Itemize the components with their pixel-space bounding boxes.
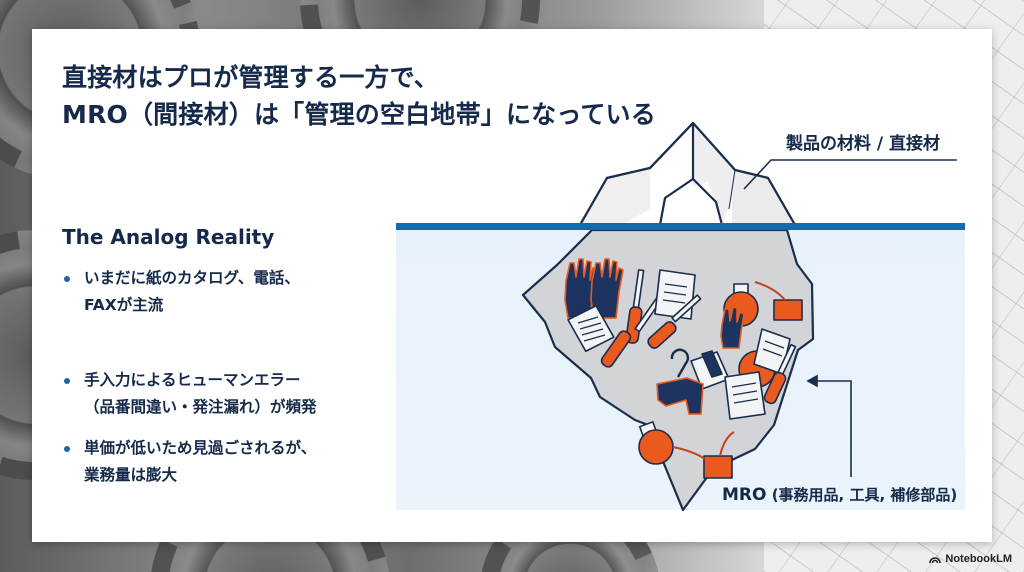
oil-can-icon xyxy=(754,281,803,321)
slide-card: 直接材はプロが管理する一方で、 MRO（間接材）は「管理の空白地帯」になっている… xyxy=(32,29,992,542)
bullet-item: いまだに紙のカタログ、電話、 FAXが主流 xyxy=(62,265,382,319)
bullet-text: （品番間違い・発注漏れ）が頻発 xyxy=(84,398,317,416)
gloves-icon xyxy=(656,377,704,415)
bullet-text: 単価が低いため見過ごされるが、 xyxy=(84,439,317,457)
bullet-text: いまだに紙のカタログ、電話、 xyxy=(84,269,300,287)
section-heading: The Analog Reality xyxy=(62,225,275,249)
above-water-label: 製品の材料 / 直接材 xyxy=(786,134,941,154)
slide-title: 直接材はプロが管理する一方で、 MRO（間接材）は「管理の空白地帯」になっている xyxy=(62,59,656,133)
brand-name: NotebookLM xyxy=(945,553,1012,565)
bullet-item: 単価が低いため見過ごされるが、 業務量は膨大 xyxy=(62,435,382,489)
bullet-dot-icon xyxy=(64,378,70,384)
screwdriver-icon xyxy=(763,343,797,405)
iceberg-diagram xyxy=(521,121,957,512)
bullet-list: いまだに紙のカタログ、電話、 FAXが主流 手入力によるヒューマンエラー （品番… xyxy=(62,265,382,489)
lightbulb-icon xyxy=(638,421,674,465)
bullet-item: 手入力によるヒューマンエラー （品番間違い・発注漏れ）が頻発 xyxy=(62,367,382,421)
brand-watermark: NotebookLM xyxy=(929,553,1012,565)
bullet-text: 業務量は膨大 xyxy=(84,466,178,484)
wrench-icon xyxy=(670,348,690,378)
mro-callout-arrow xyxy=(806,374,852,477)
notebooklm-icon xyxy=(929,557,942,564)
screwdriver-icon xyxy=(647,294,702,349)
below-water-label-lead: MRO xyxy=(722,485,767,505)
document-icon xyxy=(724,371,766,420)
bullet-dot-icon xyxy=(64,276,70,282)
document-icon xyxy=(654,269,696,320)
iceberg-tip xyxy=(578,121,957,227)
document-icon xyxy=(567,304,615,353)
box-icon xyxy=(690,350,730,390)
bullet-text: FAXが主流 xyxy=(84,296,164,314)
oil-can-icon xyxy=(672,431,735,479)
title-line-1: 直接材はプロが管理する一方で、 xyxy=(62,63,440,92)
below-water-label-detail: (事務用品, 工具, 補修部品) xyxy=(771,486,958,504)
gloves-icon xyxy=(720,306,745,349)
title-line-2: MRO（間接材）は「管理の空白地帯」になっている xyxy=(62,100,656,129)
bullet-text: 手入力によるヒューマンエラー xyxy=(84,371,301,389)
bullet-dot-icon xyxy=(64,446,70,452)
below-water-label: MRO (事務用品, 工具, 補修部品) xyxy=(722,484,957,505)
waterline xyxy=(396,223,965,230)
mro-items xyxy=(564,258,803,479)
gloves-icon xyxy=(564,258,624,319)
